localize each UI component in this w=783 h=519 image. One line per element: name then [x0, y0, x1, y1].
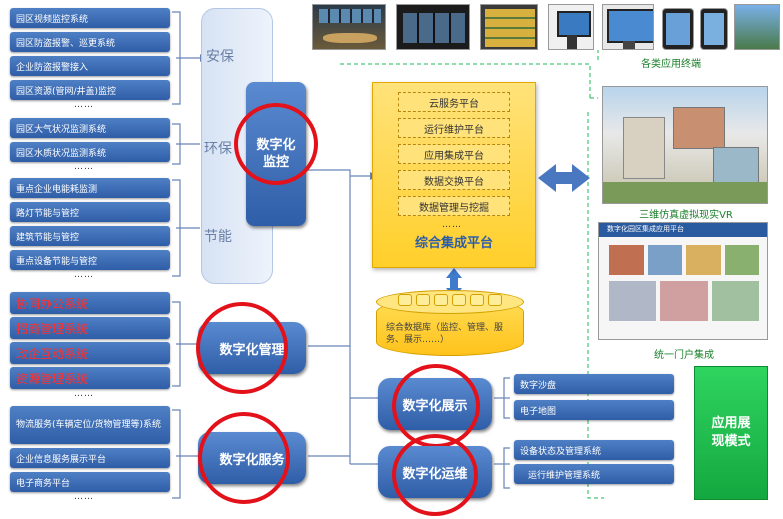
ellipsis: ……: [442, 220, 462, 230]
tablet-image: [662, 8, 694, 50]
vr-3d-image: [602, 86, 768, 204]
highlight-ring: [198, 412, 290, 504]
section-label-jieneng: 节能: [204, 229, 232, 245]
city-view-image: [734, 4, 780, 50]
list-item: 重点企业电能耗监测: [10, 178, 170, 198]
monitor-image: [602, 4, 654, 50]
ellipsis: ……: [74, 270, 94, 280]
terminals-caption: 各类应用终端: [641, 59, 701, 70]
list-item: 物流服务(车辆定位/货物管理等)系统: [10, 406, 170, 444]
list-item: 协同办公系统: [10, 292, 170, 314]
list-item: 电子地图: [514, 400, 674, 420]
list-item: 政企互动系统: [10, 342, 170, 364]
list-item: 路灯节能与管控: [10, 202, 170, 222]
platform-item[interactable]: 数据管理与挖掘: [398, 196, 510, 216]
highlight-ring: [234, 103, 318, 185]
database-label: 综合数据库（监控、管理、服务、展示……）: [386, 323, 504, 345]
kiosk-image: [548, 4, 594, 50]
double-arrow-icon: [538, 164, 590, 192]
list-item: 电子商务平台: [10, 472, 170, 492]
ellipsis: ……: [74, 162, 94, 172]
ipad-image: [700, 8, 728, 50]
list-item: 建筑节能与管控: [10, 226, 170, 246]
control-room-image: [312, 4, 386, 50]
terminals-strip: [312, 4, 782, 52]
platform-item[interactable]: 云服务平台: [398, 92, 510, 112]
ellipsis: ……: [74, 492, 94, 502]
video-wall-image: [396, 4, 470, 50]
list-item: 运行维护管理系统: [514, 464, 674, 484]
highlight-ring: [196, 302, 288, 394]
list-item: 园区大气状况监测系统: [10, 118, 170, 138]
section-label-anbao: 安保: [206, 49, 234, 65]
vr-caption: 三维仿真虚拟现实VR: [639, 210, 733, 221]
list-item: 企业防盗报警接入: [10, 56, 170, 76]
platform-item[interactable]: 数据交换平台: [398, 170, 510, 190]
database-disks: [398, 294, 502, 306]
list-item: 园区视频监控系统: [10, 8, 170, 28]
platform-title: 综合集成平台: [414, 236, 493, 251]
list-item: 园区防盗报警、巡更系统: [10, 32, 170, 52]
list-item: 企业信息服务展示平台: [10, 448, 170, 468]
portal-caption: 统一门户集成: [654, 350, 714, 361]
ellipsis: ……: [74, 389, 94, 399]
application-display-mode-box: 应用展现模式: [694, 366, 768, 500]
large-screen-image: [480, 4, 538, 50]
list-item: 资源管理系统: [10, 367, 170, 389]
list-item: 园区资源(管网/井盖)监控: [10, 80, 170, 100]
list-item: 招商管理系统: [10, 317, 170, 339]
highlight-ring: [392, 434, 478, 516]
list-item: 数字沙盘: [514, 374, 674, 394]
ellipsis: ……: [74, 100, 94, 110]
portal-window-image: 数字化园区集成应用平台: [598, 222, 768, 340]
platform-item[interactable]: 运行维护平台: [398, 118, 510, 138]
section-label-huanbao: 环保: [204, 141, 232, 157]
list-item: 园区水质状况监测系统: [10, 142, 170, 162]
platform-item[interactable]: 应用集成平台: [398, 144, 510, 164]
list-item: 重点设备节能与管控: [10, 250, 170, 270]
portal-window-title: 数字化园区集成应用平台: [607, 225, 684, 233]
list-item: 设备状态及管理系统: [514, 440, 674, 460]
